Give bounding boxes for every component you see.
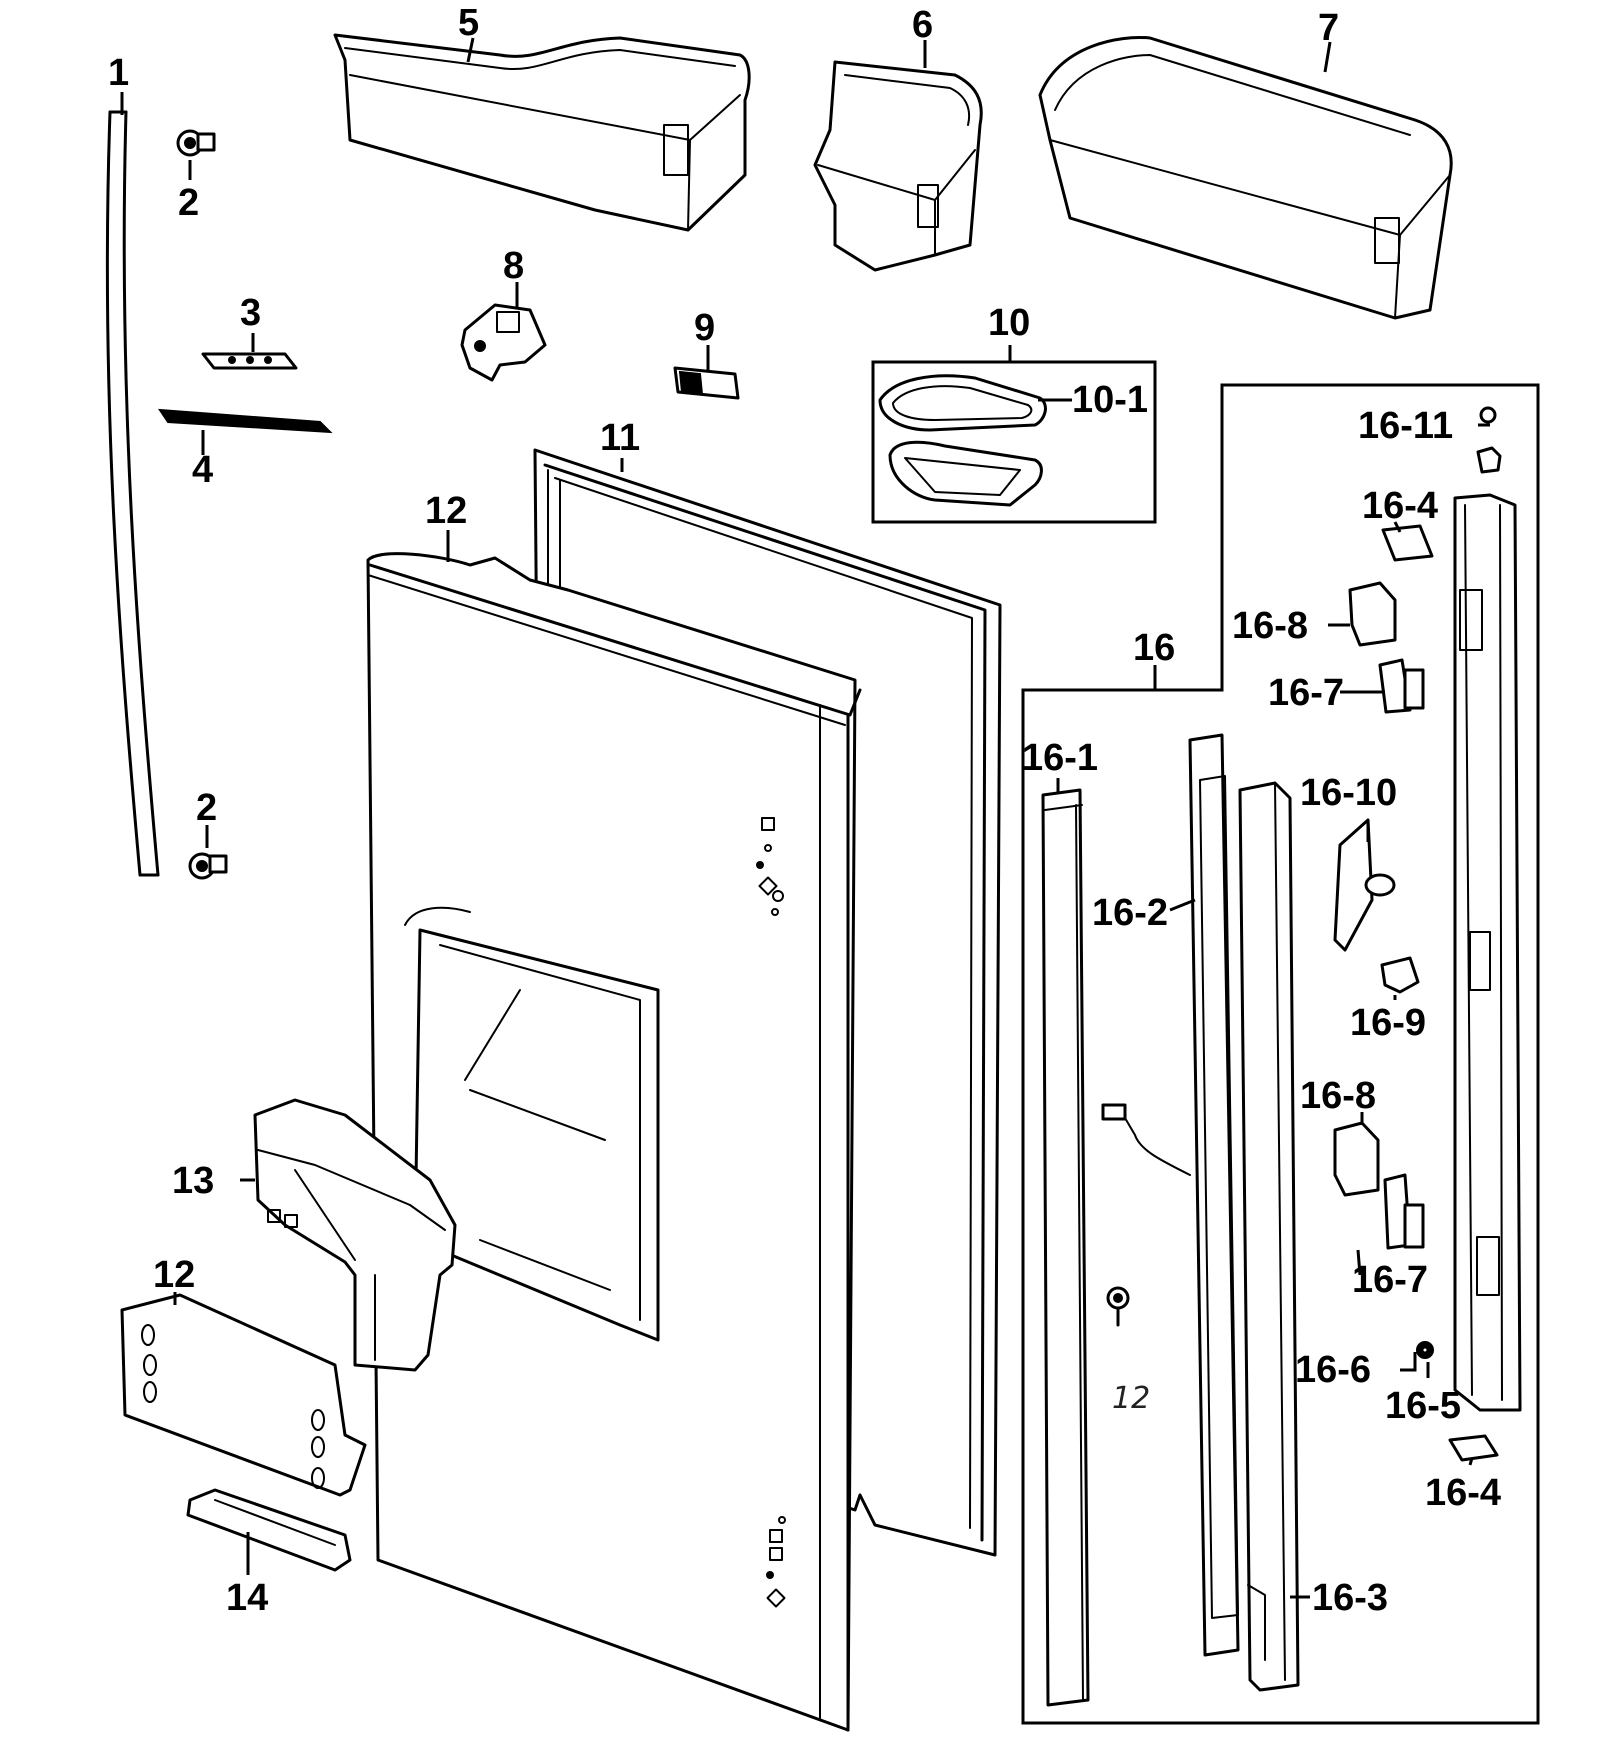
part-12-panel <box>120 1293 367 1497</box>
label-16-1: 16-1 <box>1022 737 1098 779</box>
label-16-6: 16-6 <box>1295 1349 1371 1391</box>
callout-labels: 1 2 2 3 4 5 6 7 8 9 10 10-1 11 12 12 13 … <box>108 2 1501 1619</box>
part-16-8-top <box>1348 581 1397 647</box>
part-2-screw-bottom <box>188 852 228 880</box>
label-3: 3 <box>240 292 261 334</box>
label-4: 4 <box>192 449 213 491</box>
part-16-3-channel <box>1238 781 1300 1692</box>
label-16-7-bottom: 16-7 <box>1352 1259 1428 1301</box>
part-16-7-top <box>1378 658 1425 714</box>
label-16-3: 16-3 <box>1312 1577 1388 1619</box>
label-16-9: 16-9 <box>1350 1002 1426 1044</box>
leader-lines <box>120 37 1490 1599</box>
label-7: 7 <box>1318 7 1339 49</box>
label-1: 1 <box>108 52 129 94</box>
label-13: 13 <box>172 1160 214 1202</box>
part-6-door-bin <box>813 60 983 272</box>
label-8: 8 <box>503 245 524 287</box>
part-16-right-rail <box>1453 493 1522 1412</box>
label-16-10: 16-10 <box>1300 772 1397 814</box>
part-9-block <box>673 366 740 400</box>
part-16-11-screw <box>1476 406 1502 474</box>
label-12-door: 12 <box>425 490 467 532</box>
label-16-2: 16-2 <box>1092 892 1168 934</box>
part-10-box <box>871 360 1157 524</box>
part-16-screw <box>1106 1286 1130 1327</box>
label-16-5: 16-5 <box>1385 1385 1461 1427</box>
label-16-8-bottom: 16-8 <box>1300 1075 1376 1117</box>
part-16-5-ring <box>1416 1341 1434 1359</box>
label-14: 14 <box>226 1577 268 1619</box>
part-16-2-vent <box>1188 733 1240 1657</box>
label-16-11: 16-11 <box>1358 405 1453 447</box>
label-10-1: 10-1 <box>1072 379 1148 421</box>
part-16-4-clip-bottom <box>1448 1434 1499 1462</box>
part-16-7-bottom <box>1383 1173 1425 1250</box>
label-9: 9 <box>694 307 715 349</box>
label-10: 10 <box>988 302 1030 344</box>
part-4-strip <box>158 408 333 434</box>
part-16-4-clip-top <box>1381 524 1434 562</box>
part-13-dispenser <box>253 1098 457 1372</box>
label-5: 5 <box>458 2 479 44</box>
label-6: 6 <box>912 4 933 46</box>
part-16-9-block <box>1380 956 1420 994</box>
part-7-door-bin <box>1038 36 1453 320</box>
part-8-bracket <box>460 303 547 382</box>
label-16-4-bottom: 16-4 <box>1425 1472 1501 1514</box>
label-2-top: 2 <box>178 182 199 224</box>
label-16-8-top: 16-8 <box>1232 605 1308 647</box>
part-2-screw-top <box>176 129 216 157</box>
part-16-1-strip <box>1041 788 1090 1707</box>
part-12-door <box>366 552 862 1732</box>
label-11: 11 <box>600 417 640 459</box>
part-16-8-bottom <box>1333 1121 1380 1197</box>
label-16-4-top: 16-4 <box>1362 485 1438 527</box>
label-2-bottom: 2 <box>196 787 217 829</box>
label-16: 16 <box>1133 627 1175 669</box>
part-16-wire <box>1101 1103 1191 1176</box>
part-3-plate <box>201 352 298 370</box>
label-12-panel: 12 <box>153 1254 195 1296</box>
part-14-drip-tray <box>186 1488 352 1572</box>
part-5-door-bin <box>333 33 751 232</box>
part-16-10-bracket <box>1333 818 1396 952</box>
label-16-7-top: 16-7 <box>1268 672 1344 714</box>
handwritten-note: 12 <box>1112 1381 1150 1416</box>
part-1-strip <box>105 110 160 877</box>
part-16-assembly-box <box>1021 383 1540 1725</box>
